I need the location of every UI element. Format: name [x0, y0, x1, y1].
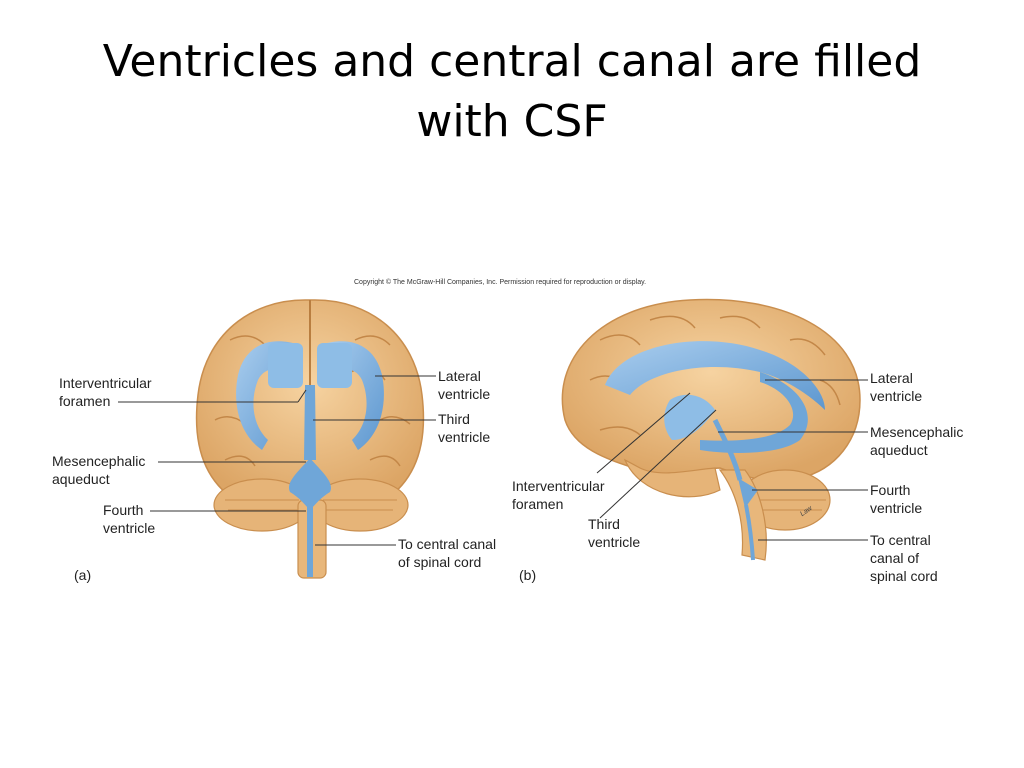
panel-b-label-third-ventricle: Third ventricle [588, 516, 641, 550]
panel-a-label-interventricular-foramen: Interventricular foramen [59, 375, 152, 409]
panel-b-label-fourth-ventricle: Fourth ventricle [870, 482, 923, 516]
panel-a-anterior-horn-left [268, 343, 303, 388]
panel-b-mesencephalic-aqueduct [712, 418, 743, 481]
panel-b-label-interventricular-foramen: Interventricular foramen [512, 478, 605, 512]
panel-a-central-canal [307, 505, 313, 577]
copyright-notice: Copyright © The McGraw-Hill Companies, I… [354, 279, 647, 286]
panel-b-panel-label: (b) [519, 567, 537, 583]
panel-a-anterior-horn-right [317, 343, 352, 388]
panel-a-leader-lines [118, 375, 436, 546]
panel-a-label-fourth-ventricle: Fourth ventricle [103, 502, 156, 536]
panel-a-label-central-canal: To central canal of spinal cord [398, 536, 497, 570]
panel-a-panel-label: (a) [74, 567, 92, 583]
panel-a-fourth-ventricle [289, 458, 331, 510]
slide-title-line-2: with CSF [416, 96, 608, 147]
panel-b-temporal-lobe [623, 458, 721, 498]
panel-a-third-ventricle [304, 385, 316, 460]
panel-a-label-mesencephalic-aqueduct: Mesencephalic aqueduct [52, 453, 146, 487]
panel-b-leader-lines [596, 379, 868, 541]
panel-b-fourth-ventricle [738, 478, 758, 508]
panel-a-label-lateral-ventricle: Lateral ventricle [438, 368, 491, 402]
panel-b-third-ventricle [664, 394, 715, 440]
panel-b-ventricles [605, 341, 825, 561]
panel-b-lateral-ventricle [605, 341, 825, 410]
panel-a-label-third-ventricle: Third ventricle [438, 411, 491, 445]
panel-b-label-mesencephalic-aqueduct: Mesencephalic aqueduct [870, 424, 964, 458]
slide-title: Ventricles and central canal are filled … [40, 32, 984, 152]
panel-b-label-lateral-ventricle: Lateral ventricle [870, 370, 923, 404]
panel-a-ventricles [236, 341, 384, 577]
slide-title-line-1: Ventricles and central canal are filled [102, 36, 922, 87]
panel-b-inferior-horn [700, 372, 808, 453]
panel-b-label-central-canal: To central canal of spinal cord [870, 532, 938, 584]
panel-b-central-canal [744, 504, 755, 561]
